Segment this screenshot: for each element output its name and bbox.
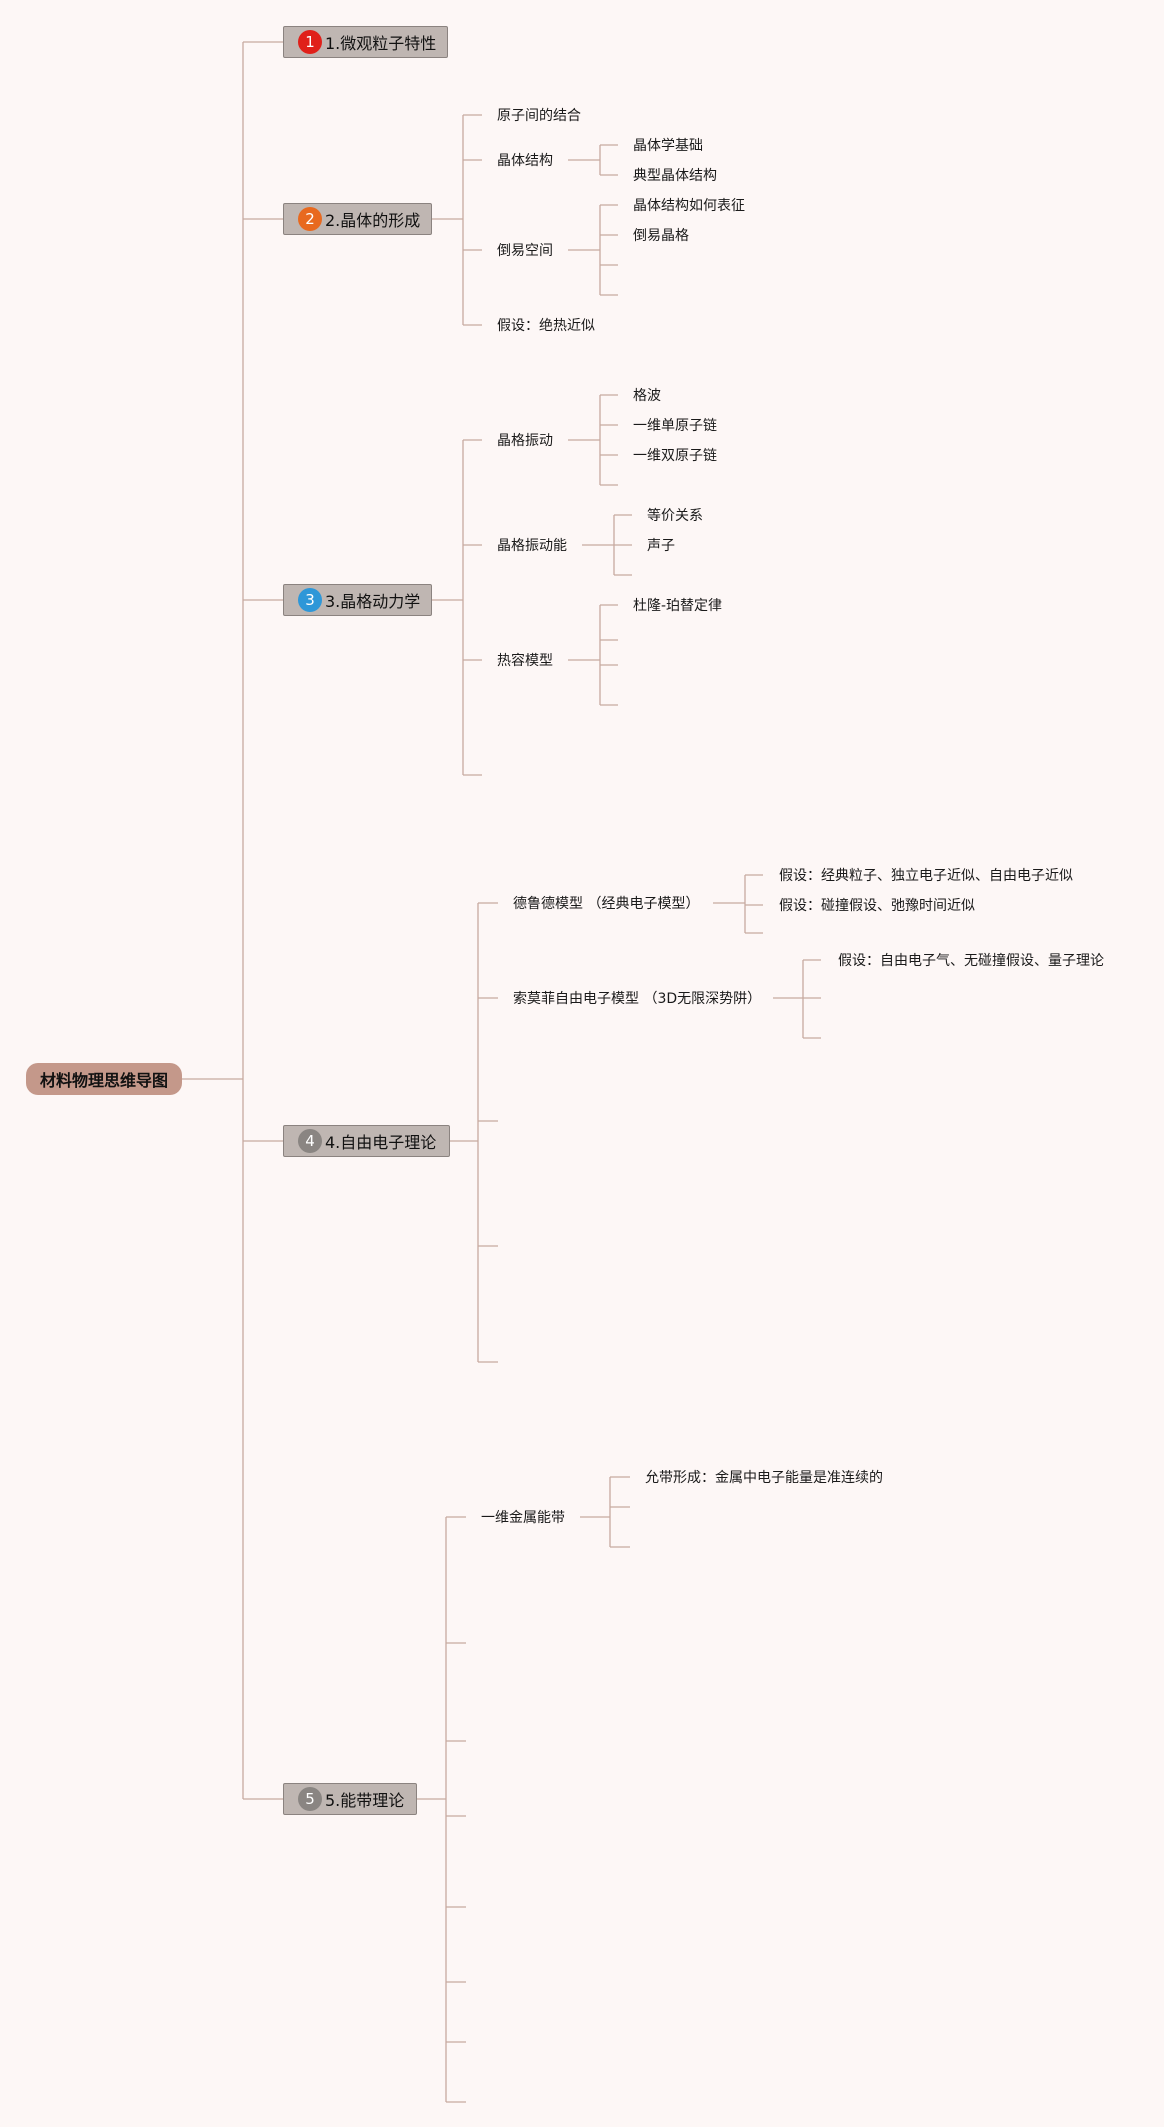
topic-1-label: 1.微观粒子特性 — [325, 34, 437, 53]
subtopic-band-formation[interactable]: 允带形成：金属中电子能量是准连续的 — [645, 1470, 883, 1486]
subtopic-atom-bond[interactable]: 原子间的结合 — [497, 108, 581, 124]
subtopic-adiabatic[interactable]: 假设：绝热近似 — [497, 318, 595, 334]
topic-5-label: 5.能带理论 — [325, 1791, 405, 1810]
topic-5-node[interactable]: 5 5.能带理论 — [283, 1783, 417, 1815]
subtopic-equivalence[interactable]: 等价关系 — [647, 508, 703, 524]
subtopic-diatomic-chain[interactable]: 一维双原子链 — [633, 448, 717, 464]
topic-1-node[interactable]: 1 1.微观粒子特性 — [283, 26, 448, 58]
subtopic-lattice-vibration[interactable]: 晶格振动 — [497, 433, 553, 449]
subtopic-lattice-wave[interactable]: 格波 — [633, 388, 661, 404]
subtopic-vibration-energy[interactable]: 晶格振动能 — [497, 538, 567, 554]
number-badge-4: 4 — [298, 1129, 322, 1153]
number-badge-1: 1 — [298, 30, 322, 54]
subtopic-sommerfeld-assumption[interactable]: 假设：自由电子气、无碰撞假设、量子理论 — [838, 953, 1104, 969]
subtopic-1d-metal-band[interactable]: 一维金属能带 — [481, 1510, 565, 1526]
number-badge-2: 2 — [298, 207, 322, 231]
subtopic-drude-model[interactable]: 德鲁德模型 （经典电子模型） — [513, 896, 700, 912]
subtopic-how-to-characterize[interactable]: 晶体结构如何表征 — [633, 198, 745, 214]
subtopic-dulong-petit[interactable]: 杜隆-珀替定律 — [633, 598, 723, 614]
subtopic-drude-assumption-1[interactable]: 假设：经典粒子、独立电子近似、自由电子近似 — [779, 868, 1073, 884]
topic-2-label: 2.晶体的形成 — [325, 211, 421, 230]
subtopic-heat-capacity[interactable]: 热容模型 — [497, 653, 553, 669]
subtopic-phonon[interactable]: 声子 — [647, 538, 675, 554]
topic-4-label: 4.自由电子理论 — [325, 1133, 437, 1152]
subtopic-crystal-structure[interactable]: 晶体结构 — [497, 153, 553, 169]
subtopic-reciprocal-lattice[interactable]: 倒易晶格 — [633, 228, 689, 244]
topic-3-node[interactable]: 3 3.晶格动力学 — [283, 584, 432, 616]
number-badge-3: 3 — [298, 588, 322, 612]
subtopic-crystallography-basics[interactable]: 晶体学基础 — [633, 138, 703, 154]
subtopic-typical-structures[interactable]: 典型晶体结构 — [633, 168, 717, 184]
subtopic-monatomic-chain[interactable]: 一维单原子链 — [633, 418, 717, 434]
subtopic-sommerfeld-model[interactable]: 索莫菲自由电子模型 （3D无限深势阱） — [513, 991, 762, 1007]
topic-3-label: 3.晶格动力学 — [325, 592, 421, 611]
root-node[interactable]: 材料物理思维导图 — [26, 1063, 182, 1095]
topic-4-node[interactable]: 4 4.自由电子理论 — [283, 1125, 450, 1157]
number-badge-5: 5 — [298, 1787, 322, 1811]
topic-2-node[interactable]: 2 2.晶体的形成 — [283, 203, 432, 235]
subtopic-drude-assumption-2[interactable]: 假设：碰撞假设、弛豫时间近似 — [779, 898, 975, 914]
subtopic-reciprocal-space[interactable]: 倒易空间 — [497, 243, 553, 259]
